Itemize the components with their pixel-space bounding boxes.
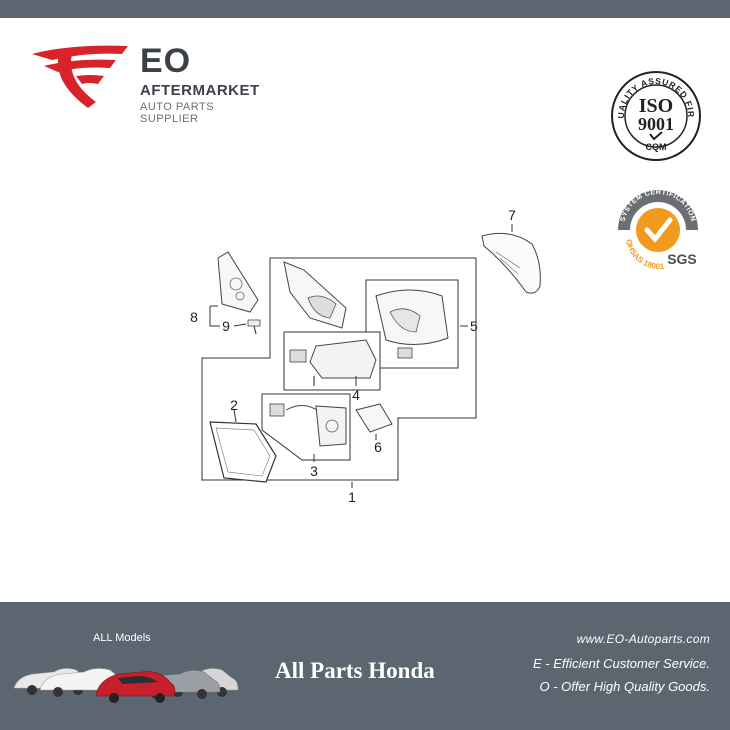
brand-logo[interactable]: EO AFTERMARKET AUTO PARTS SUPPLIER: [30, 40, 270, 125]
iso-line2: 9001: [638, 114, 674, 134]
brand-subtitle: AUTO PARTS SUPPLIER: [140, 101, 215, 125]
brand-tagline: AFTERMARKET: [140, 82, 260, 99]
ohsas-check-icon: [644, 217, 673, 243]
callout-3: 3: [310, 463, 318, 479]
callout-2: 2: [230, 397, 238, 413]
callout-8: 8: [190, 309, 198, 325]
iso-check-icon: [649, 131, 663, 141]
callout-5: 5: [470, 318, 478, 334]
callout-9: 9: [222, 318, 230, 334]
callout-6: 6: [374, 439, 382, 455]
ohsas-mark: SGS: [667, 251, 697, 267]
footer-band: ALL Models All Parts Honda www.EO-Autopa…: [0, 602, 730, 730]
callout-1: 1: [348, 489, 356, 505]
brand-name: EO: [140, 42, 192, 80]
website-link[interactable]: www.EO-Autoparts.com: [576, 632, 710, 646]
parts-diagram: 7 8 9 5 4 2 6 3 1: [190, 207, 541, 505]
car-icon: [95, 671, 176, 703]
part-9-screw: [247, 319, 261, 335]
callout-7: 7: [508, 207, 516, 223]
part-4-actuator: [283, 331, 381, 391]
part-8-triangle-garnish: [217, 251, 259, 313]
slogan-line-1: E - Efficient Customer Service.: [533, 656, 710, 671]
part-3-motor-assembly: [261, 393, 351, 461]
wing-logo-icon: [32, 45, 128, 108]
footer-title: All Parts Honda: [275, 658, 435, 683]
iso-line3: CQM: [646, 142, 667, 152]
part-2-mirror-glass: [209, 421, 277, 483]
iso-line1: ISO: [639, 95, 673, 117]
all-models-label[interactable]: ALL Models: [93, 632, 151, 644]
slogan-line-2: O - Offer High Quality Goods.: [539, 679, 710, 694]
part-7-mirror-cover: [481, 232, 541, 294]
callout-4: 4: [352, 387, 360, 403]
iso-9001-badge: QUALITY ASSURED FIRM ISO 9001 CQM: [610, 70, 701, 161]
mirror-base: [283, 261, 347, 329]
car-lineup-image[interactable]: [10, 648, 240, 704]
part-5-mirror-housing: [365, 279, 459, 369]
top-band: [0, 0, 730, 18]
assembly-outline: [201, 257, 477, 481]
part-6-bracket: [355, 403, 393, 433]
ohsas-18001-badge: SYSTEM CERTIFICATION OHSAS 18001 SGS: [618, 189, 698, 271]
